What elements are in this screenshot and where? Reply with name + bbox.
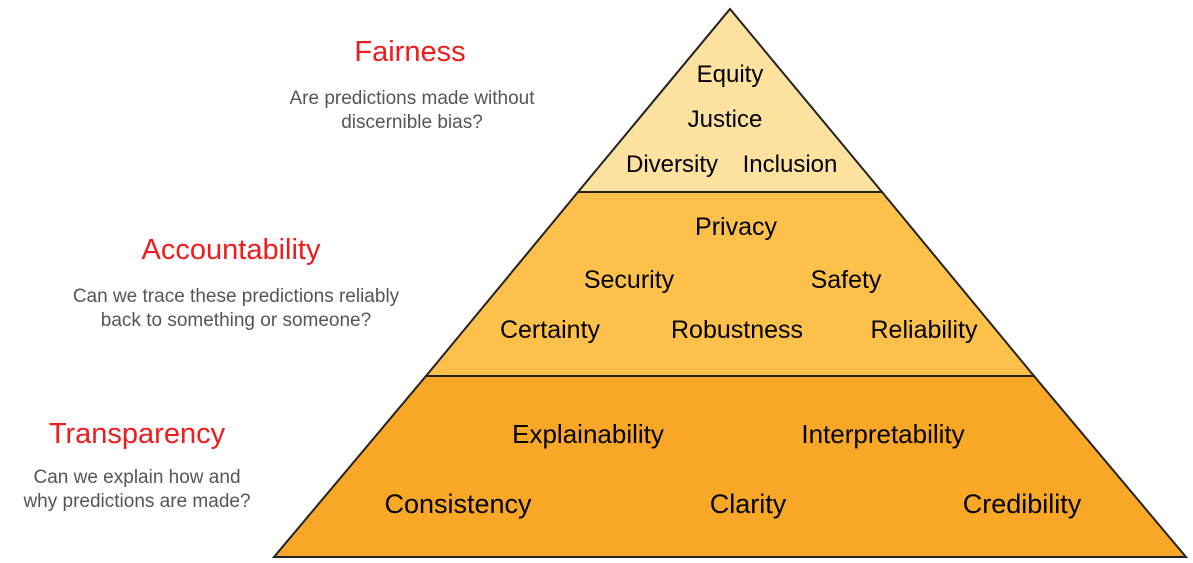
term-robustness: Robustness — [670, 316, 804, 344]
transparency-title: Transparency — [48, 418, 226, 450]
transparency-description: Can we explain how and why predictions a… — [0, 466, 274, 514]
transparency-description-line: why predictions are made? — [23, 491, 251, 512]
term-consistency: Consistency — [384, 489, 532, 519]
pyramid-tier-transparency — [271, 375, 1189, 558]
pyramid-tier-fairness — [575, 7, 885, 193]
term-diversity: Diversity — [625, 151, 719, 178]
term-explainability: Explainability — [512, 419, 664, 449]
fairness-title: Fairness — [354, 36, 466, 68]
term-security: Security — [583, 266, 675, 294]
fairness-description-line: Are predictions made without — [289, 88, 535, 109]
term-equity: Equity — [696, 61, 764, 88]
term-clarity: Clarity — [709, 489, 787, 519]
term-certainty: Certainty — [499, 316, 601, 344]
accountability-description-line: Can we trace these predictions reliably — [72, 286, 400, 307]
transparency-description-line: Can we explain how and — [33, 467, 241, 488]
fairness-description: Are predictions made without discernible… — [262, 87, 562, 135]
accountability-description: Can we trace these predictions reliably … — [36, 285, 436, 333]
term-safety: Safety — [810, 266, 882, 294]
term-privacy: Privacy — [695, 213, 777, 241]
term-credibility: Credibility — [962, 489, 1082, 519]
fairness-description-line: discernible bias? — [341, 112, 483, 133]
term-justice: Justice — [687, 106, 763, 133]
term-inclusion: Inclusion — [742, 151, 838, 178]
accountability-title: Accountability — [141, 234, 321, 266]
term-reliability: Reliability — [870, 316, 978, 344]
term-interpretability: Interpretability — [801, 419, 965, 449]
accountability-description-line: back to something or someone? — [100, 310, 372, 331]
